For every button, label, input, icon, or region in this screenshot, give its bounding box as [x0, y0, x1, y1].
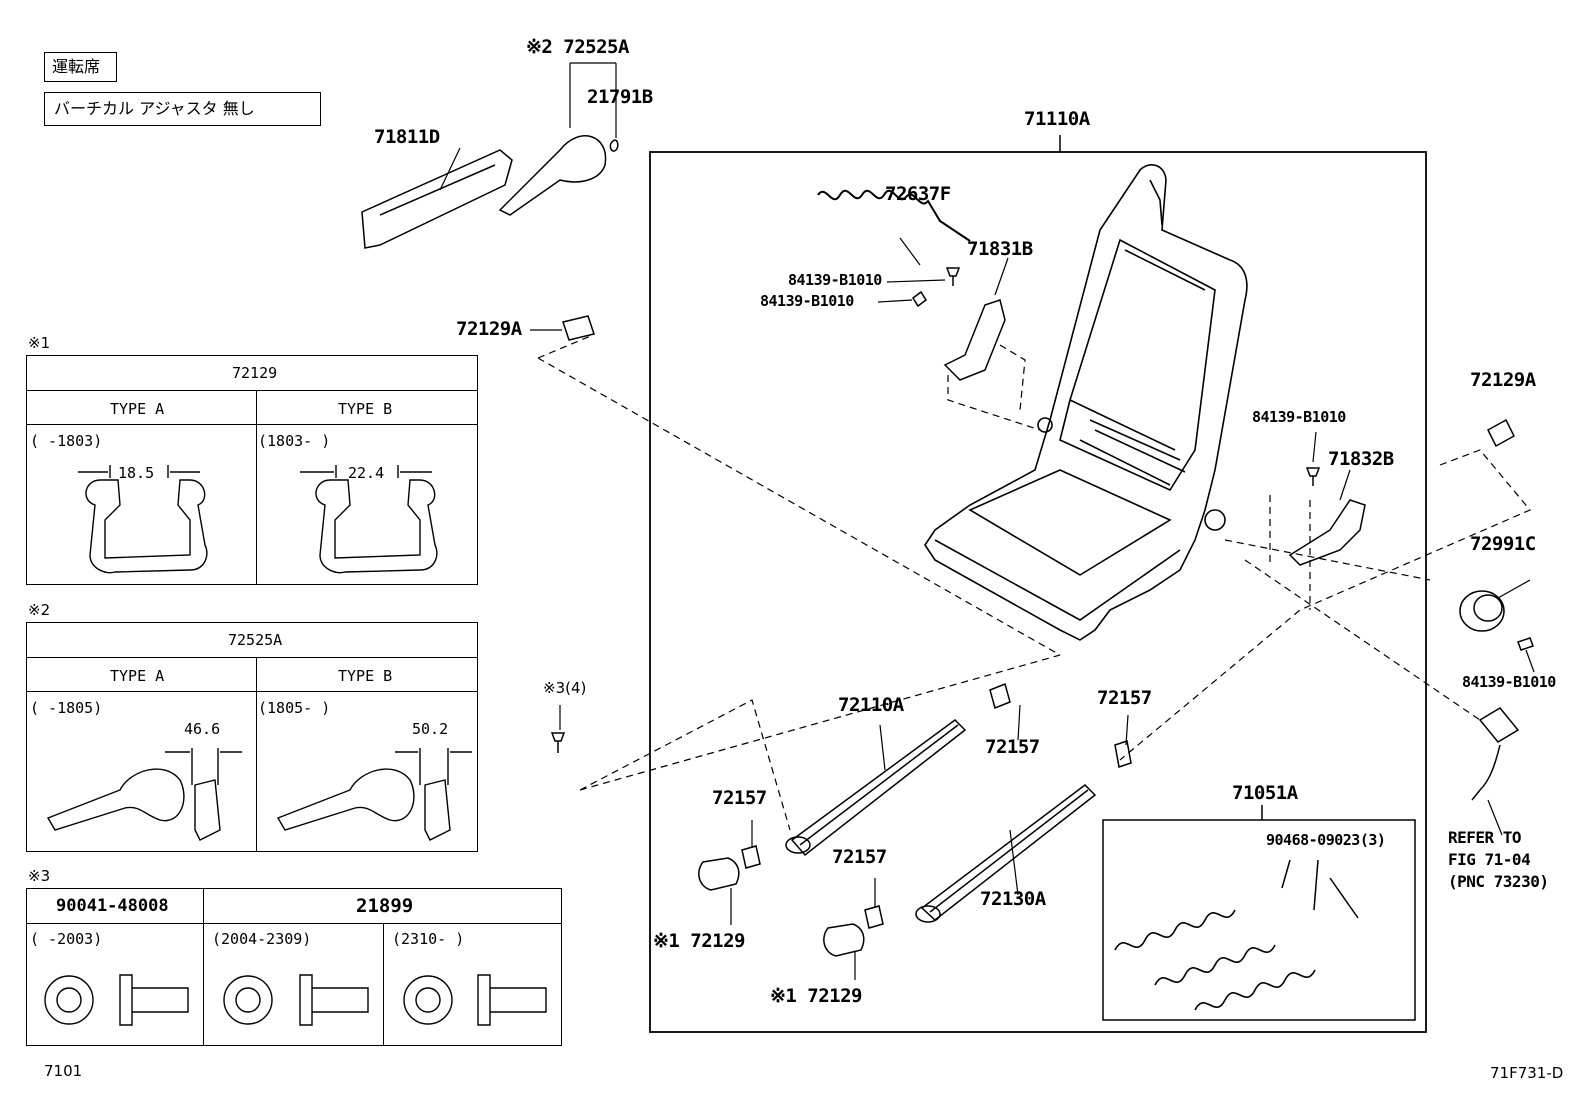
clip-84139-a	[945, 267, 961, 286]
condition-label: バーチカル アジャスタ 無し	[54, 99, 255, 118]
part-label-84139-b: 84139-B1010	[760, 292, 854, 310]
lever-72525A	[498, 135, 607, 216]
seat-frame-drawing	[924, 164, 1248, 641]
clip-84139-d	[1517, 637, 1534, 651]
part-label-84139-a: 84139-B1010	[788, 271, 882, 289]
bracket-72157-d	[864, 905, 884, 929]
part-label-84139-d: 84139-B1010	[1462, 673, 1556, 691]
refer-line-3: (PNC 73230)	[1448, 872, 1549, 891]
part-label-72129A-right: 72129A	[1470, 369, 1536, 391]
part-label-71051A: 71051A	[1232, 782, 1298, 804]
part-label-72129-b: ※1 72129	[770, 985, 863, 1007]
condition-box	[44, 92, 321, 126]
table2-type-b: TYPE B	[338, 667, 393, 685]
table3-range-b: (2004-2309)	[212, 930, 312, 948]
part-label-72130A: 72130A	[980, 888, 1046, 910]
part-label-72157-d: 72157	[832, 846, 887, 868]
table3-range-c: (2310- )	[392, 930, 465, 948]
part-label-84139-c: 84139-B1010	[1252, 408, 1346, 426]
wire-spring-72637F	[817, 189, 971, 242]
part-label-screw-3: ※3(4)	[543, 679, 587, 697]
table2-dim-b: 50.2	[412, 720, 449, 738]
bracket-71831B	[943, 299, 1006, 381]
part-label-21791B: 21791B	[587, 86, 653, 108]
footer-right: 71F731-D	[1490, 1064, 1564, 1082]
clip-84139-c	[1305, 467, 1321, 486]
table1	[26, 355, 478, 585]
clip-72129-a	[698, 857, 740, 891]
table2-art	[46, 748, 472, 841]
part-label-72129A-left: 72129A	[456, 318, 522, 340]
part-label-71831B: 71831B	[967, 238, 1033, 260]
table1-art	[78, 465, 438, 574]
table3-note: ※3	[28, 867, 51, 885]
table3-col1: 90041-48008	[56, 896, 169, 916]
table3-art	[44, 974, 547, 1026]
table3-range-a: ( -2003)	[30, 930, 103, 948]
assembly-frame-box	[649, 151, 1427, 1033]
belt-buckle	[1471, 707, 1520, 801]
part-label-72110A: 72110A	[838, 694, 904, 716]
spring-21791B	[609, 139, 619, 152]
bracket-72157-c	[741, 845, 761, 869]
part-label-72991C: 72991C	[1470, 533, 1536, 555]
part-label-71110A: 71110A	[1024, 108, 1090, 130]
dashed-guides	[537, 334, 1531, 831]
bracket-72157-a	[989, 682, 1011, 710]
table1-range-a: ( -1803)	[30, 432, 103, 450]
clip-72129A-left	[562, 315, 595, 341]
part-label-72525A: ※2 72525A	[526, 36, 629, 58]
refer-line-2: FIG 71-04	[1448, 850, 1531, 869]
table1-type-b: TYPE B	[338, 400, 393, 418]
bracket-71832B	[1288, 499, 1366, 566]
table2-range-a: ( -1805)	[30, 699, 103, 717]
part-label-72129-a: ※1 72129	[653, 930, 746, 952]
part-label-71832B: 71832B	[1328, 448, 1394, 470]
part-label-71811D: 71811D	[374, 126, 440, 148]
spring-kit-box	[1102, 819, 1416, 1021]
table2-dim-a: 46.6	[184, 720, 221, 738]
clip-84139-b	[911, 290, 928, 308]
table2	[26, 622, 478, 852]
clip-72129-b	[823, 923, 865, 957]
table1-type-a: TYPE A	[110, 400, 165, 418]
table1-dim-a: 18.5	[118, 464, 155, 482]
part-label-72157-b: 72157	[1097, 687, 1152, 709]
rail-72130A	[920, 784, 1097, 921]
refer-line-1: REFER TO	[1448, 828, 1522, 847]
table1-dim-b: 22.4	[348, 464, 385, 482]
table2-range-b: (1805- )	[258, 699, 331, 717]
bracket-72157-b	[1114, 740, 1132, 768]
cover-71811D	[361, 149, 513, 249]
table1-range-b: (1803- )	[258, 432, 331, 450]
table2-title: 72525A	[228, 631, 283, 649]
table3-col2: 21899	[356, 895, 414, 917]
clip-72129A-right	[1487, 418, 1515, 448]
table3	[26, 888, 562, 1046]
part-label-90468: 90468-09023(3)	[1266, 831, 1386, 849]
part-label-72637F: 72637F	[885, 183, 951, 205]
table1-title: 72129	[232, 364, 278, 382]
springs-71051A	[1114, 909, 1316, 1011]
table1-note: ※1	[28, 334, 51, 352]
screw-3	[550, 732, 566, 753]
knob-72991C	[1459, 590, 1505, 632]
seat-label-box	[44, 52, 117, 82]
leader-lines	[439, 62, 1535, 980]
seat-label: 運転席	[52, 57, 101, 76]
table2-type-a: TYPE A	[110, 667, 165, 685]
footer-left: 7101	[44, 1062, 83, 1080]
part-label-72157-a: 72157	[985, 736, 1040, 758]
rail-72110A	[790, 719, 967, 857]
table2-note: ※2	[28, 601, 51, 619]
part-label-72157-c: 72157	[712, 787, 767, 809]
